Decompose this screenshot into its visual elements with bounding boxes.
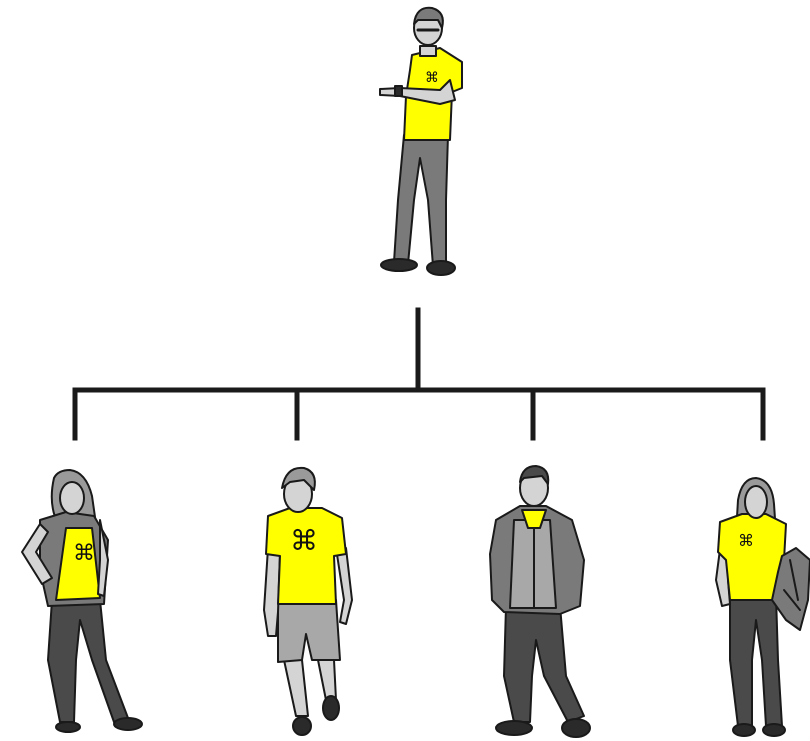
- woman-with-coat: [716, 478, 810, 736]
- child-4-shirt-symbol: ⌘: [738, 531, 754, 550]
- man-in-shorts: [264, 468, 352, 735]
- manager-figure: [380, 8, 462, 275]
- root-shirt-symbol: ⌘: [425, 70, 439, 86]
- child-2-shirt-symbol: ⌘: [290, 524, 318, 557]
- woman-with-cardigan: [22, 470, 142, 732]
- child-1-shirt-symbol: ⌘: [73, 541, 95, 566]
- man-in-jacket: [490, 466, 590, 737]
- connector-lines: [75, 310, 763, 438]
